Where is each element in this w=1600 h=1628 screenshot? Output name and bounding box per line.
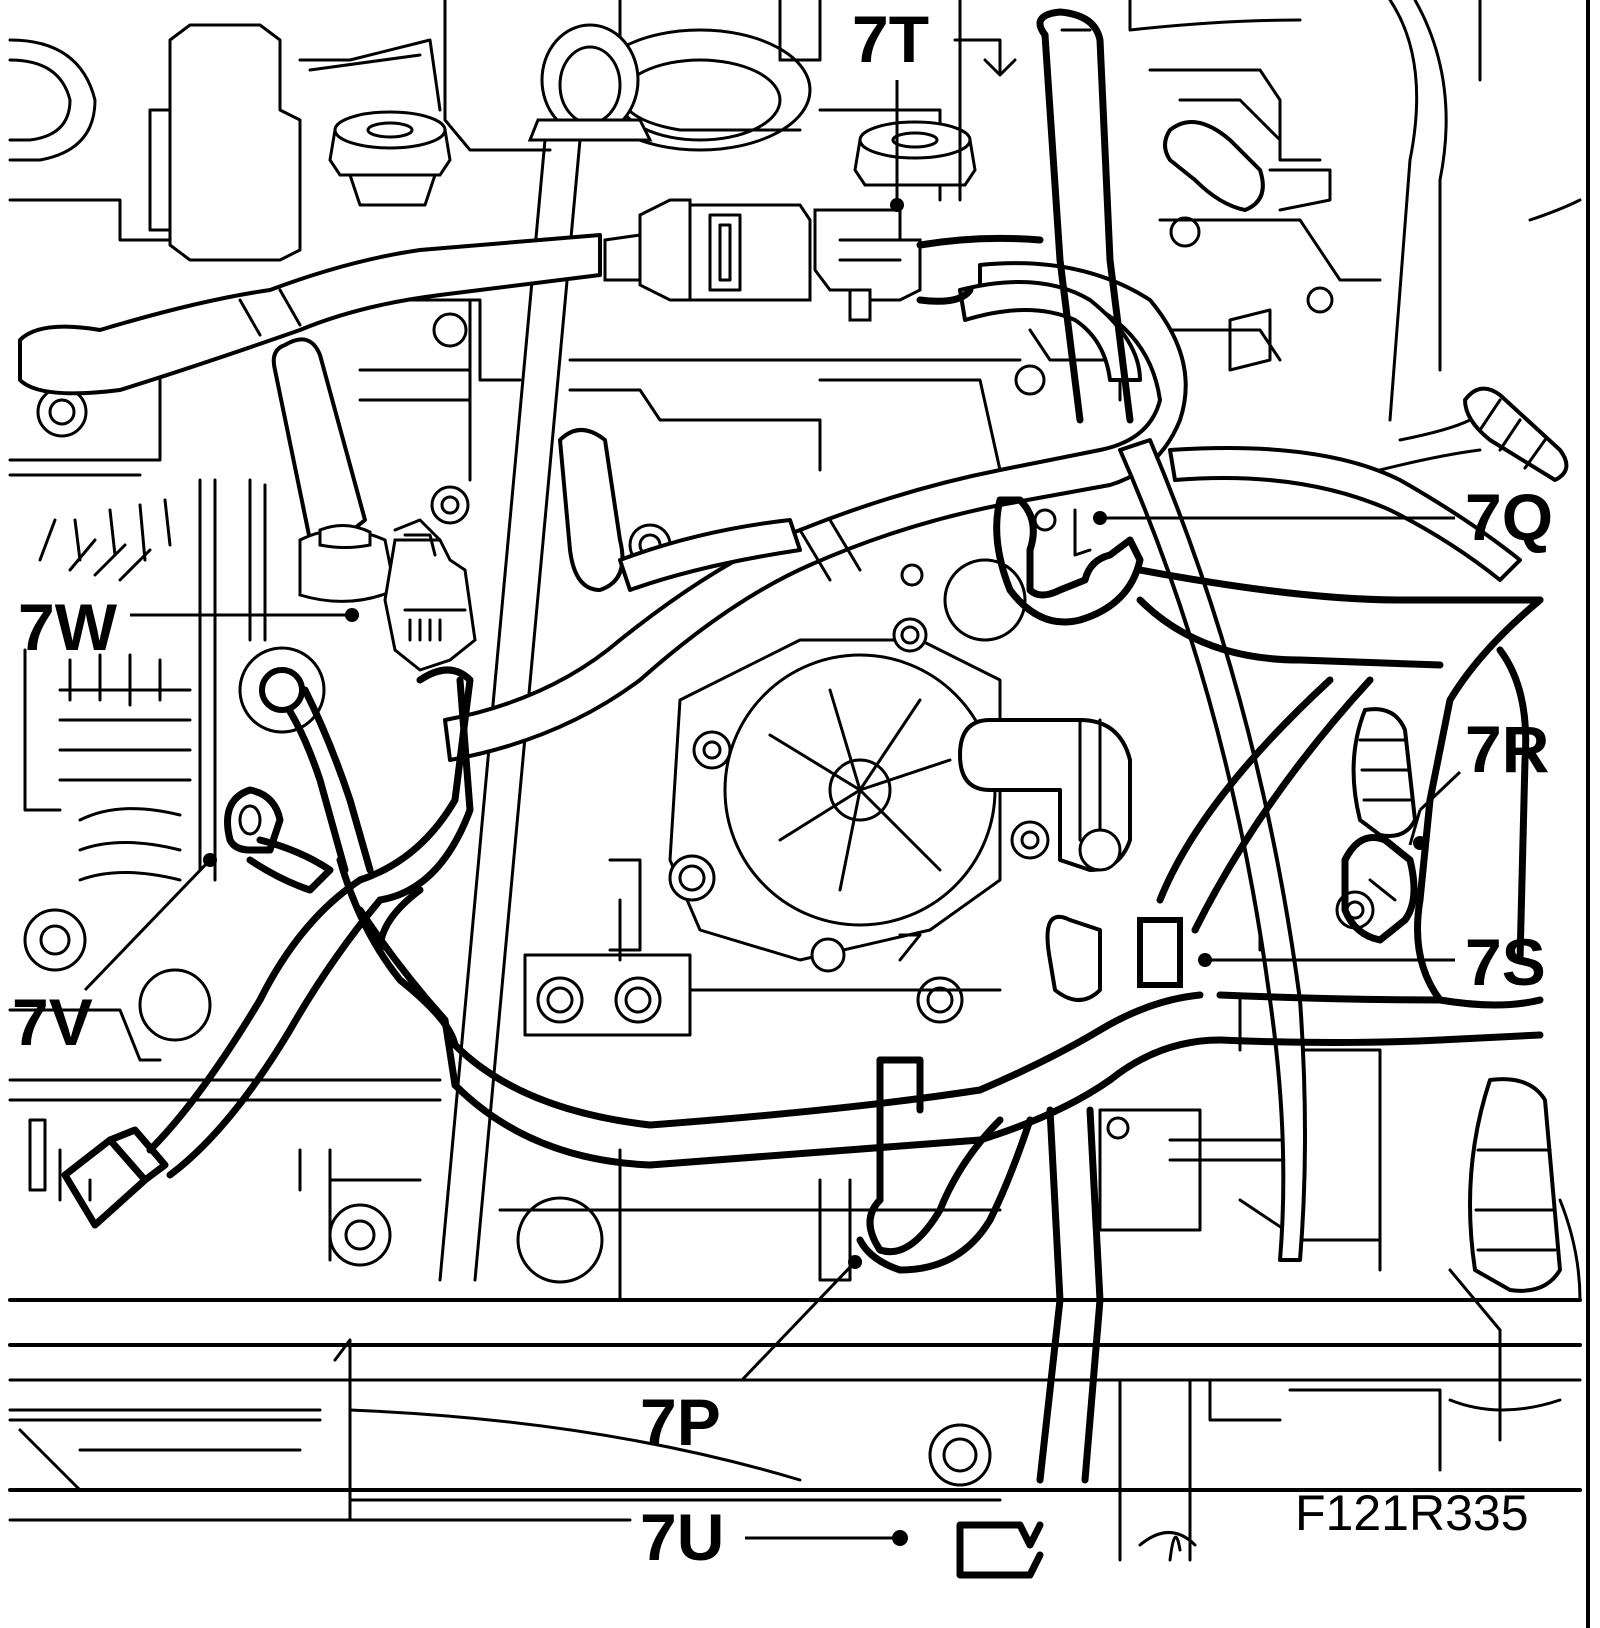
engine-block-structure [8, 0, 1582, 1442]
label-7Q: 7Q [1465, 480, 1553, 554]
label-7U: 7U [640, 1500, 724, 1574]
callout-7T: 7T [852, 2, 929, 212]
label-7T: 7T [852, 2, 929, 76]
frame-rails [8, 1298, 1582, 1579]
callout-7R: 7R [1408, 712, 1549, 850]
label-7W: 7W [18, 590, 118, 664]
callout-7Q: 7Q [1093, 480, 1553, 554]
label-7S: 7S [1465, 925, 1546, 999]
label-7V: 7V [12, 985, 93, 1059]
figure-reference-code: F121R335 [1295, 1485, 1529, 1541]
callout-7W: 7W [18, 590, 359, 664]
callout-7P: 7P [640, 1255, 862, 1459]
callout-7V: 7V [12, 853, 217, 1059]
label-7R: 7R [1465, 712, 1549, 786]
label-7P: 7P [640, 1385, 721, 1459]
wiring-harness [61, 8, 1544, 1484]
coolant-hoses [18, 198, 1522, 1262]
pump-impeller [768, 688, 952, 892]
callout-7U: 7U [640, 1500, 908, 1574]
callout-7S: 7S [1198, 925, 1546, 999]
